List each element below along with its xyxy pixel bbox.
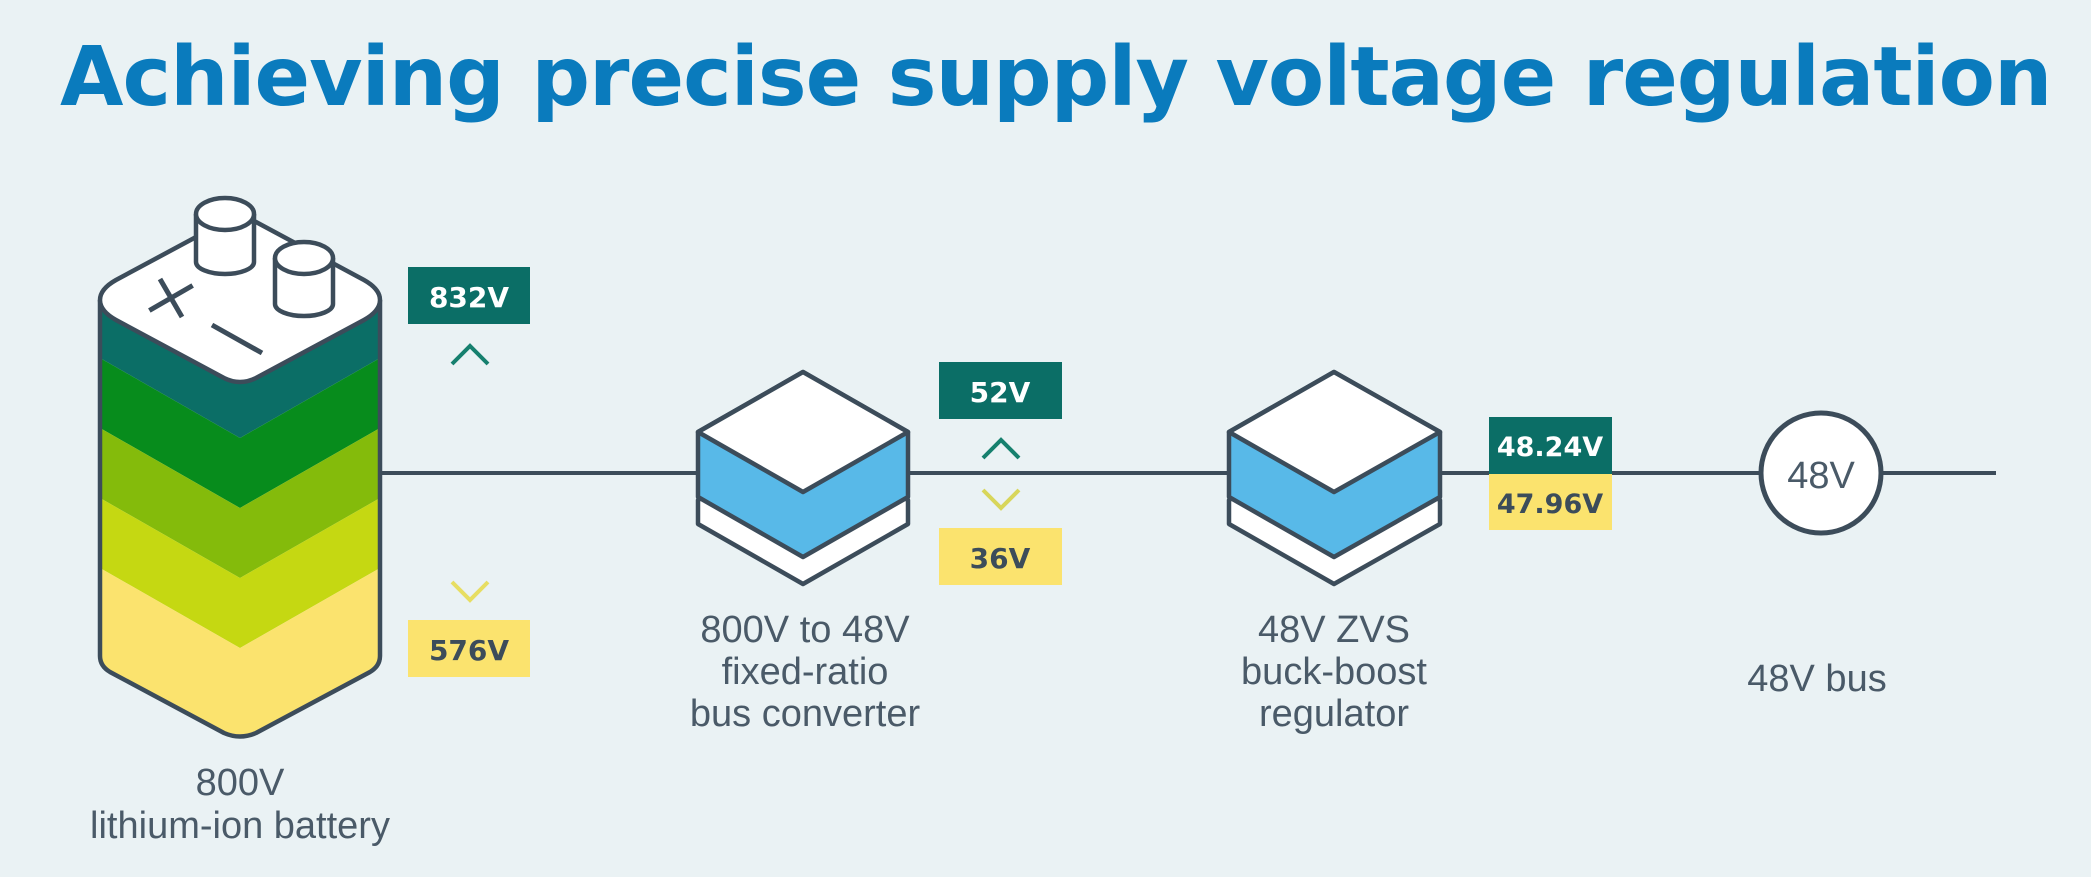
battery-label-line-1: 800V (196, 762, 285, 804)
converter-voltage-low-badge: 36V (939, 528, 1062, 585)
battery-voltage-high: 832V (429, 281, 509, 314)
converter-label-line-1: 800V to 48V (700, 609, 910, 651)
battery-terminal-negative (272, 239, 336, 319)
converter-voltage-low: 36V (970, 542, 1031, 575)
bus-circle-text: 48V (1787, 455, 1855, 497)
battery-layer-2 (100, 358, 380, 508)
regulator-voltage-low-badge: 47.96V (1489, 474, 1612, 530)
regulator-label: 48V ZVS buck-boost regulator (1241, 609, 1427, 735)
regulator-label-line-3: regulator (1259, 693, 1409, 735)
regulator-voltage-high: 48.24V (1497, 432, 1603, 463)
converter-voltage-high: 52V (970, 376, 1031, 409)
converter-label-line-2: fixed-ratio (722, 651, 889, 693)
battery-voltage-high-badge: 832V (408, 267, 530, 324)
battery-range-arrow-icon (450, 343, 490, 603)
regulator-label-line-2: buck-boost (1241, 651, 1427, 693)
bus-circle-icon: 48V (1758, 410, 1884, 536)
converter-label-line-3: bus converter (690, 693, 921, 735)
battery-terminal-positive (193, 195, 257, 277)
page-title: Achieving precise supply voltage regulat… (60, 30, 2052, 125)
converter-voltage-high-badge: 52V (939, 362, 1062, 419)
battery-layer-4 (100, 498, 380, 648)
battery-voltage-low: 576V (429, 634, 509, 667)
bus-label: 48V bus (1747, 658, 1886, 700)
battery-layer-3 (100, 428, 380, 578)
battery-label: 800V lithium-ion battery (90, 762, 390, 847)
regulator-voltage-high-badge: 48.24V (1489, 417, 1612, 474)
regulator-voltage-low: 47.96V (1497, 489, 1603, 520)
battery-label-line-2: lithium-ion battery (90, 805, 390, 847)
bus-converter-label: 800V to 48V fixed-ratio bus converter (690, 609, 921, 735)
battery-voltage-low-badge: 576V (408, 620, 530, 677)
regulator-cube-icon (1226, 369, 1443, 587)
battery-icon (97, 195, 383, 739)
regulator-label-line-1: 48V ZVS (1258, 609, 1410, 651)
bus-converter-cube-icon (695, 369, 911, 587)
converter-range-arrow-icon (981, 437, 1021, 511)
